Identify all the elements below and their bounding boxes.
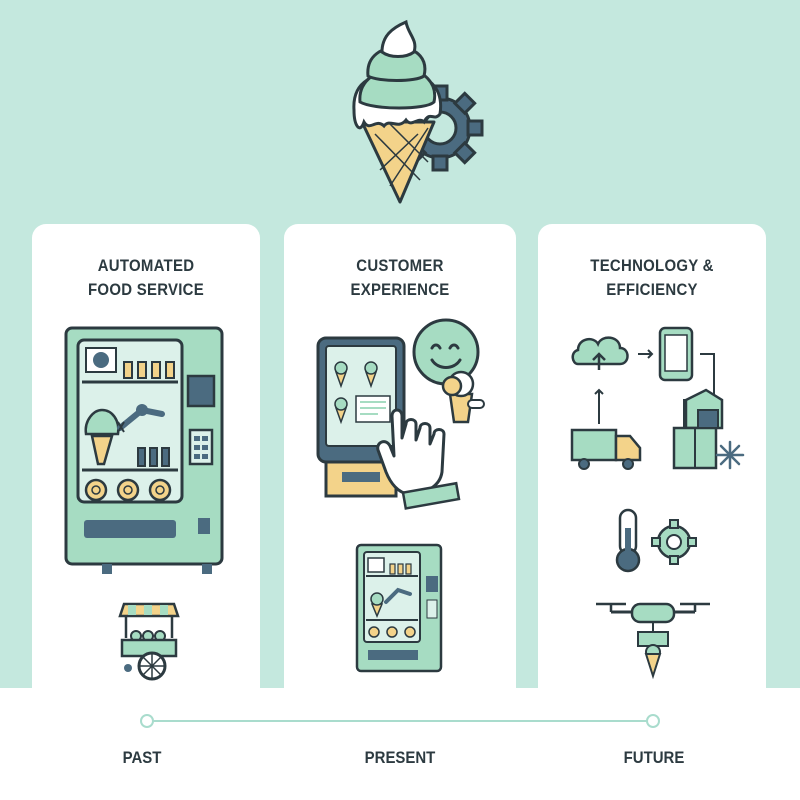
thermometer-and-gear xyxy=(615,508,697,573)
card-title: TECHNOLOGY & EFFICIENCY xyxy=(590,256,714,299)
card-technology-efficiency: TECHNOLOGY & EFFICIENCY xyxy=(538,224,766,704)
card-customer-experience: CUSTOMER EXPERIENCE xyxy=(284,224,516,704)
warehouse-boxes-icon xyxy=(672,388,745,470)
delivery-truck-icon xyxy=(570,428,642,470)
timeline-line xyxy=(150,720,650,722)
card-title: CUSTOMER EXPERIENCE xyxy=(350,256,450,299)
timeline-band xyxy=(0,688,800,800)
small-vending-machine-icon xyxy=(355,543,443,673)
thermometer-icon xyxy=(615,508,641,573)
ice-cream-vending-machine-icon xyxy=(64,326,224,574)
card-title: AUTOMATED FOOD SERVICE xyxy=(88,256,204,299)
ice-cream-cone-with-gear-icon xyxy=(352,19,484,204)
timeline-label-future: FUTURE xyxy=(623,748,685,767)
delivery-drone-icon xyxy=(596,602,710,680)
timeline-label-past: PAST xyxy=(122,748,162,767)
cloud-upload-icon xyxy=(571,336,629,370)
touchscreen-kiosk-icon xyxy=(316,336,461,510)
gear-icon xyxy=(651,519,697,565)
smiley-face-icon xyxy=(412,318,485,424)
card-automated-food-service: AUTOMATED FOOD SERVICE xyxy=(32,224,260,704)
smartphone-icon xyxy=(658,326,694,382)
timeline-node-end xyxy=(646,714,660,728)
food-cart-icon xyxy=(118,602,180,681)
supply-chain-diagram xyxy=(570,326,745,470)
timeline-label-present: PRESENT xyxy=(364,748,436,767)
timeline-node-start xyxy=(140,714,154,728)
